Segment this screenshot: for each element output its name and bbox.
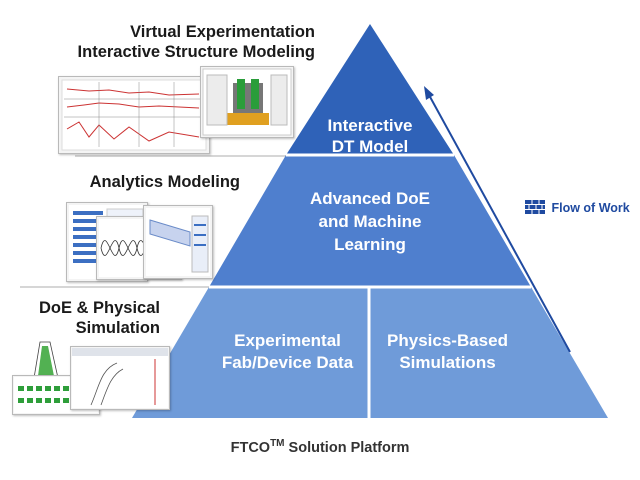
bottom-left-tier-label: Experimental Fab/Device Data bbox=[210, 330, 365, 374]
bottom-left-tier-label-line1: Experimental bbox=[234, 331, 341, 350]
pyramid-top-tier bbox=[286, 24, 454, 155]
middle-tier-label-line1: Advanced DoE bbox=[310, 189, 430, 208]
bottom-right-tier-label-line1: Physics-Based bbox=[387, 331, 508, 350]
flow-of-work-label: Flow of Work bbox=[525, 200, 630, 216]
flow-arrow-head bbox=[424, 86, 434, 100]
platform-caption-suffix: Solution Platform bbox=[284, 439, 410, 456]
flow-arrow-line bbox=[428, 94, 571, 353]
top-tier-label: Interactive DT Model bbox=[300, 115, 440, 157]
analytics-chart-thumbnail bbox=[146, 208, 210, 276]
structure-modeling-plots-thumbnail bbox=[61, 79, 207, 151]
physical-simulation-drawing bbox=[20, 338, 70, 384]
structure-3d-thumbnail bbox=[202, 68, 292, 136]
top-tier-label-line1: Interactive bbox=[327, 116, 413, 135]
flow-of-work-text: Flow of Work bbox=[551, 201, 630, 215]
simulation-plot-thumbnail bbox=[72, 348, 168, 408]
structure-3d-screenshot bbox=[200, 66, 294, 138]
middle-level-title-text: Analytics Modeling bbox=[89, 173, 240, 191]
middle-tier-label-line2: and Machine bbox=[318, 212, 422, 231]
platform-caption: FTCOTM Solution Platform bbox=[0, 438, 640, 456]
bottom-level-title-line1: DoE & Physical bbox=[38, 299, 160, 317]
platform-caption-prefix: FTCO bbox=[230, 439, 271, 456]
pyramid-middle-tier bbox=[209, 155, 531, 287]
bottom-right-tier-label-line2: Simulations bbox=[399, 353, 496, 372]
device-structure-sketch bbox=[24, 341, 66, 381]
simulation-plot-screenshot bbox=[70, 346, 170, 410]
top-tier-label-line2: DT Model bbox=[331, 137, 409, 156]
bottom-level-title: DoE & Physical Simulation bbox=[10, 298, 160, 338]
bottom-level-title-line2: Simulation bbox=[75, 319, 160, 337]
bottom-left-tier-label-line2: Fab/Device Data bbox=[221, 353, 354, 372]
middle-tier-label: Advanced DoE and Machine Learning bbox=[285, 187, 455, 256]
top-level-title-line1: Virtual Experimentation bbox=[130, 23, 315, 41]
top-level-title-line2: Interactive Structure Modeling bbox=[77, 43, 315, 61]
middle-tier-label-line3: Learning bbox=[334, 235, 406, 254]
middle-level-title: Analytics Modeling bbox=[40, 172, 240, 192]
analytics-chart-screenshot bbox=[143, 205, 213, 279]
brick-wall-icon bbox=[525, 200, 545, 214]
top-level-title: Virtual Experimentation Interactive Stru… bbox=[40, 22, 315, 62]
platform-caption-trademark: TM bbox=[270, 438, 285, 449]
structure-modeling-screenshot bbox=[58, 76, 210, 154]
bottom-right-tier-label: Physics-Based Simulations bbox=[370, 330, 525, 374]
